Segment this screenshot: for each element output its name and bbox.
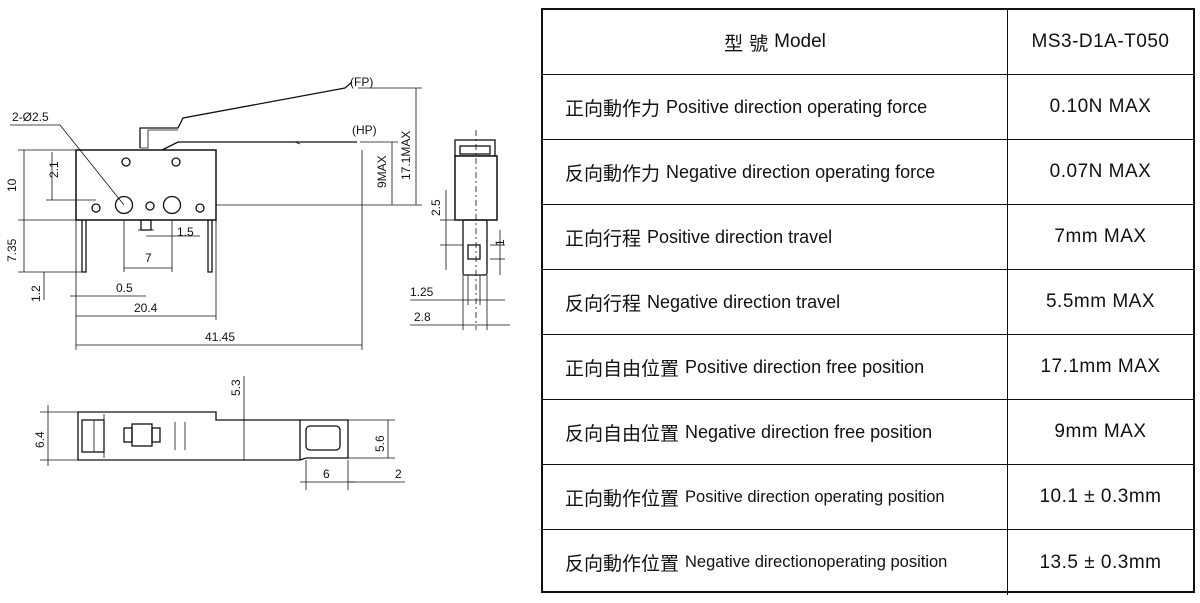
dim-1: 1 xyxy=(493,239,507,246)
dim-2-5: 2.5 xyxy=(429,199,443,216)
row-label-en: Negative direction operating force xyxy=(666,161,936,182)
side-view: 2.5 1 1.25 2.8 xyxy=(410,130,510,330)
row-label-zh: 反向動作力 xyxy=(565,162,661,185)
dim-1-25: 1.25 xyxy=(410,285,434,299)
row-label-en: Negative direction travel xyxy=(647,291,841,312)
dim-41-45: 41.45 xyxy=(205,330,235,344)
row-label-en: Negative direction free position xyxy=(685,421,933,442)
switch-body xyxy=(75,149,217,221)
label-fp: (FP) xyxy=(350,75,373,89)
row-label-zh: 正向行程 xyxy=(565,227,642,250)
header-label: 型 號 Model xyxy=(543,10,1008,74)
header-label-zh: 型 號 xyxy=(724,32,769,55)
table-row: 正向動作位置 Positive direction operating posit… xyxy=(543,465,1193,530)
dim-20-4: 20.4 xyxy=(134,301,158,315)
row-label-zh: 正向動作力 xyxy=(565,97,661,120)
row-label-en: Positive direction free position xyxy=(685,356,925,377)
row-value: 13.5 ± 0.3mm xyxy=(1039,551,1162,573)
dim-6-4: 6.4 xyxy=(33,431,47,448)
row-label-zh: 正向動作位置 xyxy=(565,487,680,510)
dim-hole: 2-Ø2.5 xyxy=(12,110,49,124)
table-row: 反向動作位置 Negative directionoperating positi… xyxy=(543,530,1193,595)
dim-5-3: 5.3 xyxy=(229,379,243,396)
mounting-hole-left xyxy=(114,195,134,215)
row-label-zh: 正向自由位置 xyxy=(565,357,680,380)
lever-fp xyxy=(139,81,353,148)
dim-2-1: 2.1 xyxy=(47,161,61,178)
row-value: 0.07N MAX xyxy=(1049,161,1152,182)
technical-drawing: 2-Ø2.5 (FP) (HP) 10 2.1 7.35 1.2 7 1.5 0… xyxy=(5,75,510,490)
row-value: 5.5mm MAX xyxy=(1045,291,1156,312)
row-value: 9mm MAX xyxy=(1054,421,1147,442)
table-header-row: 型 號 Model MS3-D1A-T050 xyxy=(543,10,1193,75)
lever-hp xyxy=(161,141,357,151)
mounting-hole-right xyxy=(162,195,182,215)
header-label-en: Model xyxy=(774,31,826,52)
dim-1-2: 1.2 xyxy=(29,285,43,302)
dim-6: 6 xyxy=(323,467,330,481)
row-value: 7mm MAX xyxy=(1054,226,1147,247)
label-hp: (HP) xyxy=(352,123,377,137)
dim-17-1max: 17.1MAX xyxy=(399,131,413,180)
dim-2: 2 xyxy=(395,467,402,481)
dim-9max: 9MAX xyxy=(375,155,389,188)
model-value: MS3-D1A-T050 xyxy=(1031,31,1170,52)
dim-1-5: 1.5 xyxy=(177,225,194,239)
front-view: 2-Ø2.5 (FP) (HP) 10 2.1 7.35 1.2 7 1.5 0… xyxy=(5,75,422,350)
dim-10: 10 xyxy=(5,178,19,192)
row-label-en: Positive direction operating force xyxy=(666,96,928,117)
row-label-zh: 反向行程 xyxy=(565,292,642,315)
top-view: 6.4 5.3 5.6 6 2 xyxy=(33,376,405,490)
row-value: 10.1 ± 0.3mm xyxy=(1039,486,1162,507)
dim-5-6: 5.6 xyxy=(373,435,387,452)
row-label-zh: 反向自由位置 xyxy=(565,422,680,445)
dim-2-8: 2.8 xyxy=(414,310,431,324)
row-label-en: Positive direction travel xyxy=(647,226,833,247)
row-label-zh: 反向動作位置 xyxy=(565,553,680,575)
dim-0-5: 0.5 xyxy=(116,281,133,295)
dim-7: 7 xyxy=(145,251,152,265)
row-value: 17.1mm MAX xyxy=(1040,356,1161,377)
row-label-en: Positive direction operating position xyxy=(685,487,945,506)
dim-7-35: 7.35 xyxy=(5,238,19,262)
row-value: 0.10N MAX xyxy=(1049,96,1152,117)
row-label-en: Negative directionoperating position xyxy=(685,553,948,571)
